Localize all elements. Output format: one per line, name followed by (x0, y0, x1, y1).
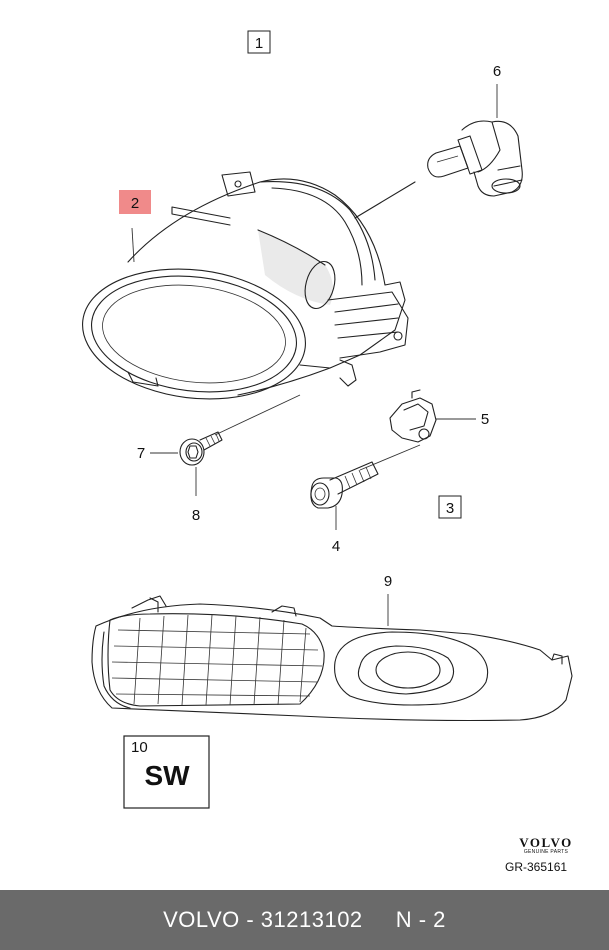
callout-2[interactable]: 2 (119, 190, 151, 214)
callout-6[interactable]: 6 (493, 63, 501, 80)
callout-10: 10 (131, 739, 148, 756)
diagram-reference: GR-365161 (505, 860, 568, 874)
screw[interactable] (179, 431, 223, 466)
callout-4[interactable]: 4 (332, 538, 340, 555)
volvo-logo: VOLVO GENUINE PARTS (511, 836, 581, 856)
brand-name: VOLVO (519, 835, 573, 850)
leader-clip-screw (359, 444, 421, 471)
clip[interactable] (389, 389, 437, 443)
callout-8[interactable]: 8 (192, 507, 200, 524)
adjuster-screw[interactable] (310, 461, 379, 509)
callout-1-label: 1 (255, 35, 263, 52)
bulb[interactable] (354, 120, 523, 219)
callout-3[interactable]: 3 (438, 495, 462, 519)
fog-lamp-housing[interactable] (75, 171, 409, 411)
grille-cover[interactable] (91, 595, 573, 722)
footer-part-number: VOLVO - 31213102 (163, 907, 363, 932)
sw-box[interactable]: 10 SW (123, 735, 210, 809)
callout-5[interactable]: 5 (481, 411, 489, 428)
leader-housing-screw (214, 394, 301, 436)
callout-2-label: 2 (131, 195, 139, 212)
sw-label: SW (144, 760, 190, 791)
footer-bar: VOLVO - 31213102 N - 2 (0, 890, 609, 950)
brand-subtitle: GENUINE PARTS (523, 849, 569, 855)
parts-diagram: 1 2 6 (75, 30, 573, 809)
callout-3-label: 3 (446, 500, 454, 517)
callout-9[interactable]: 9 (384, 573, 392, 590)
callout-1[interactable]: 1 (247, 30, 271, 54)
footer-position: N - 2 (395, 907, 446, 932)
footer-spacer (363, 907, 396, 933)
callout-7[interactable]: 7 (137, 445, 145, 462)
